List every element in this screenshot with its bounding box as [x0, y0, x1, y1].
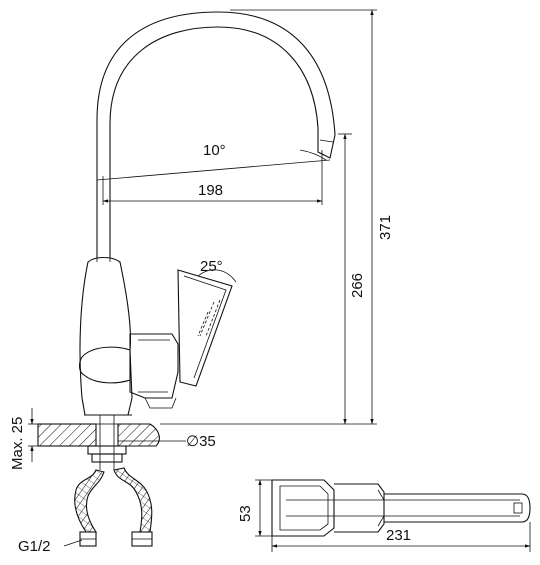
- dim-height-total: 371: [377, 215, 394, 240]
- dim-hole-diameter: ∅35: [186, 433, 216, 450]
- dim-angle-lever: 25°: [200, 258, 223, 275]
- dim-angle-spout: 10°: [203, 142, 226, 159]
- dim-handle-height: 53: [237, 505, 254, 522]
- faucet-body: [78, 11, 336, 416]
- deck-section: [37, 415, 160, 470]
- dim-deck-max: Max. 25: [9, 417, 26, 470]
- flexible-hoses: [74, 467, 153, 547]
- dim-connection: G1/2: [18, 538, 51, 555]
- dim-handle-length: 231: [386, 527, 411, 544]
- dim-height-spout: 266: [349, 273, 366, 298]
- dimension-lines: [28, 9, 377, 547]
- dim-reach: 198: [198, 182, 223, 199]
- handle-top-view: [255, 479, 531, 552]
